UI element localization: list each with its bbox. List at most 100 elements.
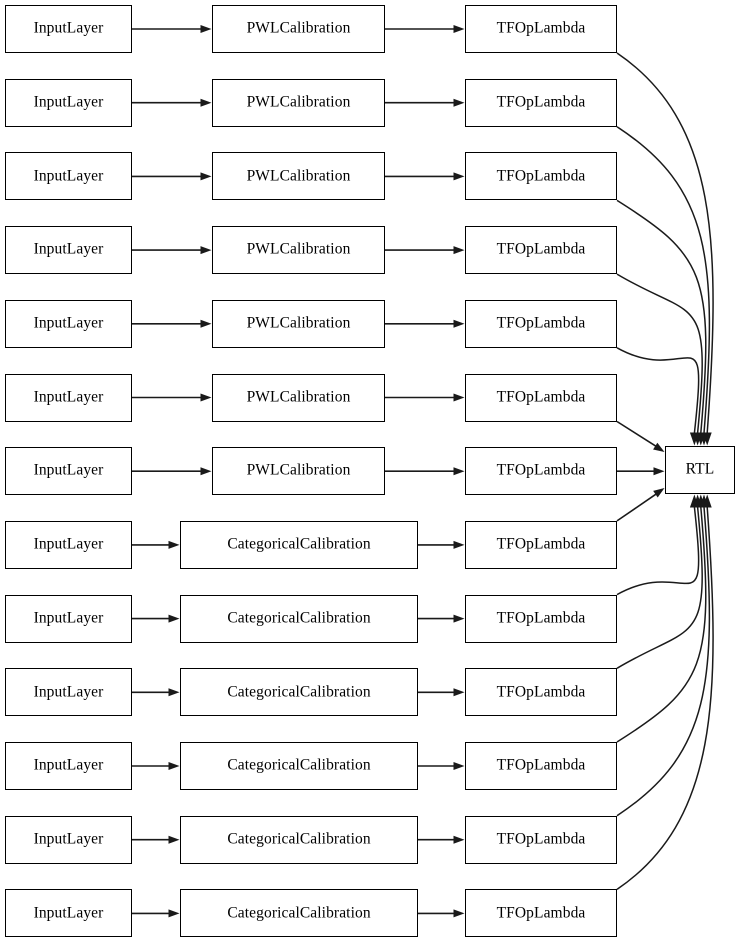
rtl-node: RTL bbox=[665, 446, 735, 494]
input-layer-node-7: InputLayer bbox=[5, 447, 132, 496]
pwl-calibration-node-5-label: PWLCalibration bbox=[246, 314, 351, 332]
input-layer-node-11-label: InputLayer bbox=[33, 756, 104, 774]
tfoplambda-node-6-label: TFOpLambda bbox=[496, 388, 586, 406]
rtl-node-label: RTL bbox=[685, 460, 715, 478]
arrowhead-calibration-to-lambda-7 bbox=[453, 467, 465, 476]
edge-lambda-to-rtl-12 bbox=[616, 506, 711, 817]
arrowhead-input-to-calibration-7 bbox=[200, 467, 212, 476]
arrowhead-lambda-to-rtl-3 bbox=[696, 432, 706, 446]
edge-lambda-to-rtl-1 bbox=[616, 52, 714, 434]
categorical-calibration-node-12: CategoricalCalibration bbox=[180, 815, 418, 864]
tfoplambda-node-11-label: TFOpLambda bbox=[496, 756, 586, 774]
arrowhead-input-to-calibration-1 bbox=[200, 25, 212, 33]
tfoplambda-node-10-label: TFOpLambda bbox=[496, 683, 586, 701]
categorical-calibration-node-8: CategoricalCalibration bbox=[180, 520, 418, 569]
tfoplambda-node-1: TFOpLambda bbox=[465, 5, 617, 53]
input-layer-node-2: InputLayer bbox=[5, 78, 132, 127]
input-layer-node-6: InputLayer bbox=[5, 373, 132, 422]
pwl-calibration-node-3-label: PWLCalibration bbox=[246, 167, 351, 185]
input-layer-node-1-label: InputLayer bbox=[33, 19, 104, 37]
input-layer-node-8: InputLayer bbox=[5, 520, 132, 569]
input-layer-node-10-label: InputLayer bbox=[33, 683, 104, 701]
input-layer-node-6-label: InputLayer bbox=[33, 388, 104, 406]
edge-lambda-to-rtl-10 bbox=[616, 506, 703, 669]
arrowhead-input-to-calibration-3 bbox=[200, 172, 212, 181]
input-layer-node-5-label: InputLayer bbox=[33, 314, 104, 332]
tfoplambda-node-3-label: TFOpLambda bbox=[496, 167, 586, 185]
input-layer-node-13-label: InputLayer bbox=[33, 904, 104, 922]
tfoplambda-node-9-label: TFOpLambda bbox=[496, 609, 586, 627]
tfoplambda-node-12: TFOpLambda bbox=[465, 815, 617, 864]
arrowhead-input-to-calibration-5 bbox=[200, 319, 212, 328]
tfoplambda-node-13: TFOpLambda bbox=[465, 889, 617, 938]
input-layer-node-11: InputLayer bbox=[5, 742, 132, 790]
arrowhead-calibration-to-lambda-6 bbox=[453, 393, 465, 402]
tfoplambda-node-2: TFOpLambda bbox=[465, 78, 617, 127]
pwl-calibration-node-6-label: PWLCalibration bbox=[246, 388, 351, 406]
arrowhead-calibration-to-lambda-1 bbox=[453, 25, 465, 33]
arrowhead-input-to-calibration-9 bbox=[168, 614, 180, 623]
arrowhead-calibration-to-lambda-13 bbox=[453, 909, 465, 918]
categorical-calibration-node-13-label: CategoricalCalibration bbox=[227, 904, 371, 922]
categorical-calibration-node-10: CategoricalCalibration bbox=[180, 668, 418, 717]
arrowhead-lambda-to-rtl-5 bbox=[689, 432, 699, 446]
tfoplambda-node-2-label: TFOpLambda bbox=[496, 93, 586, 111]
pwl-calibration-node-1: PWLCalibration bbox=[212, 5, 385, 53]
edge-lambda-to-rtl-13 bbox=[616, 506, 714, 891]
input-layer-node-5: InputLayer bbox=[5, 299, 132, 348]
arrowhead-lambda-to-rtl-6 bbox=[653, 442, 665, 452]
tfoplambda-node-10: TFOpLambda bbox=[465, 668, 617, 717]
input-layer-node-8-label: InputLayer bbox=[33, 535, 104, 553]
pwl-calibration-node-2: PWLCalibration bbox=[212, 78, 385, 127]
pwl-calibration-node-2-label: PWLCalibration bbox=[246, 93, 351, 111]
arrowhead-lambda-to-rtl-12 bbox=[699, 494, 709, 508]
tfoplambda-node-5-label: TFOpLambda bbox=[496, 314, 586, 332]
tfoplambda-node-4-label: TFOpLambda bbox=[496, 240, 586, 258]
arrowhead-lambda-to-rtl-7 bbox=[653, 467, 665, 476]
arrowhead-lambda-to-rtl-11 bbox=[696, 494, 706, 508]
arrowhead-calibration-to-lambda-10 bbox=[453, 688, 465, 697]
pwl-calibration-node-7: PWLCalibration bbox=[212, 447, 385, 496]
arrowhead-calibration-to-lambda-9 bbox=[453, 614, 465, 623]
pwl-calibration-node-5: PWLCalibration bbox=[212, 299, 385, 348]
input-layer-node-10: InputLayer bbox=[5, 668, 132, 717]
tfoplambda-node-7-label: TFOpLambda bbox=[496, 461, 586, 479]
pwl-calibration-node-1-label: PWLCalibration bbox=[246, 19, 351, 37]
edge-lambda-to-rtl-4 bbox=[616, 273, 703, 434]
input-layer-node-2-label: InputLayer bbox=[33, 93, 104, 111]
pwl-calibration-node-7-label: PWLCalibration bbox=[246, 461, 351, 479]
arrowhead-calibration-to-lambda-2 bbox=[453, 98, 465, 107]
categorical-calibration-node-9-label: CategoricalCalibration bbox=[227, 609, 371, 627]
edge-lambda-to-rtl-3 bbox=[616, 199, 707, 434]
arrowhead-input-to-calibration-2 bbox=[200, 98, 212, 107]
arrowhead-lambda-to-rtl-4 bbox=[693, 432, 703, 446]
tfoplambda-node-9: TFOpLambda bbox=[465, 594, 617, 643]
edge-lambda-to-rtl-11 bbox=[616, 506, 707, 743]
input-layer-node-3: InputLayer bbox=[5, 152, 132, 201]
arrowhead-input-to-calibration-11 bbox=[168, 762, 180, 770]
pwl-calibration-node-4: PWLCalibration bbox=[212, 226, 385, 275]
arrowhead-calibration-to-lambda-12 bbox=[453, 835, 465, 844]
input-layer-node-1: InputLayer bbox=[5, 5, 132, 53]
tfoplambda-node-12-label: TFOpLambda bbox=[496, 830, 586, 848]
arrowhead-calibration-to-lambda-11 bbox=[453, 762, 465, 770]
categorical-calibration-node-9: CategoricalCalibration bbox=[180, 594, 418, 643]
arrowhead-lambda-to-rtl-9 bbox=[689, 494, 699, 508]
edge-lambda-to-rtl-9 bbox=[616, 506, 700, 596]
arrowhead-lambda-to-rtl-13 bbox=[702, 494, 712, 508]
input-layer-node-4: InputLayer bbox=[5, 226, 132, 275]
input-layer-node-13: InputLayer bbox=[5, 889, 132, 938]
tfoplambda-node-13-label: TFOpLambda bbox=[496, 904, 586, 922]
arrowhead-lambda-to-rtl-8 bbox=[653, 488, 665, 498]
tfoplambda-node-4: TFOpLambda bbox=[465, 226, 617, 275]
tfoplambda-node-3: TFOpLambda bbox=[465, 152, 617, 201]
edge-lambda-to-rtl-5 bbox=[616, 347, 700, 434]
arrowhead-input-to-calibration-13 bbox=[168, 909, 180, 918]
arrowhead-calibration-to-lambda-4 bbox=[453, 246, 465, 255]
input-layer-node-9: InputLayer bbox=[5, 594, 132, 643]
tfoplambda-node-6: TFOpLambda bbox=[465, 373, 617, 422]
input-layer-node-7-label: InputLayer bbox=[33, 461, 104, 479]
categorical-calibration-node-13: CategoricalCalibration bbox=[180, 889, 418, 938]
input-layer-node-12: InputLayer bbox=[5, 815, 132, 864]
